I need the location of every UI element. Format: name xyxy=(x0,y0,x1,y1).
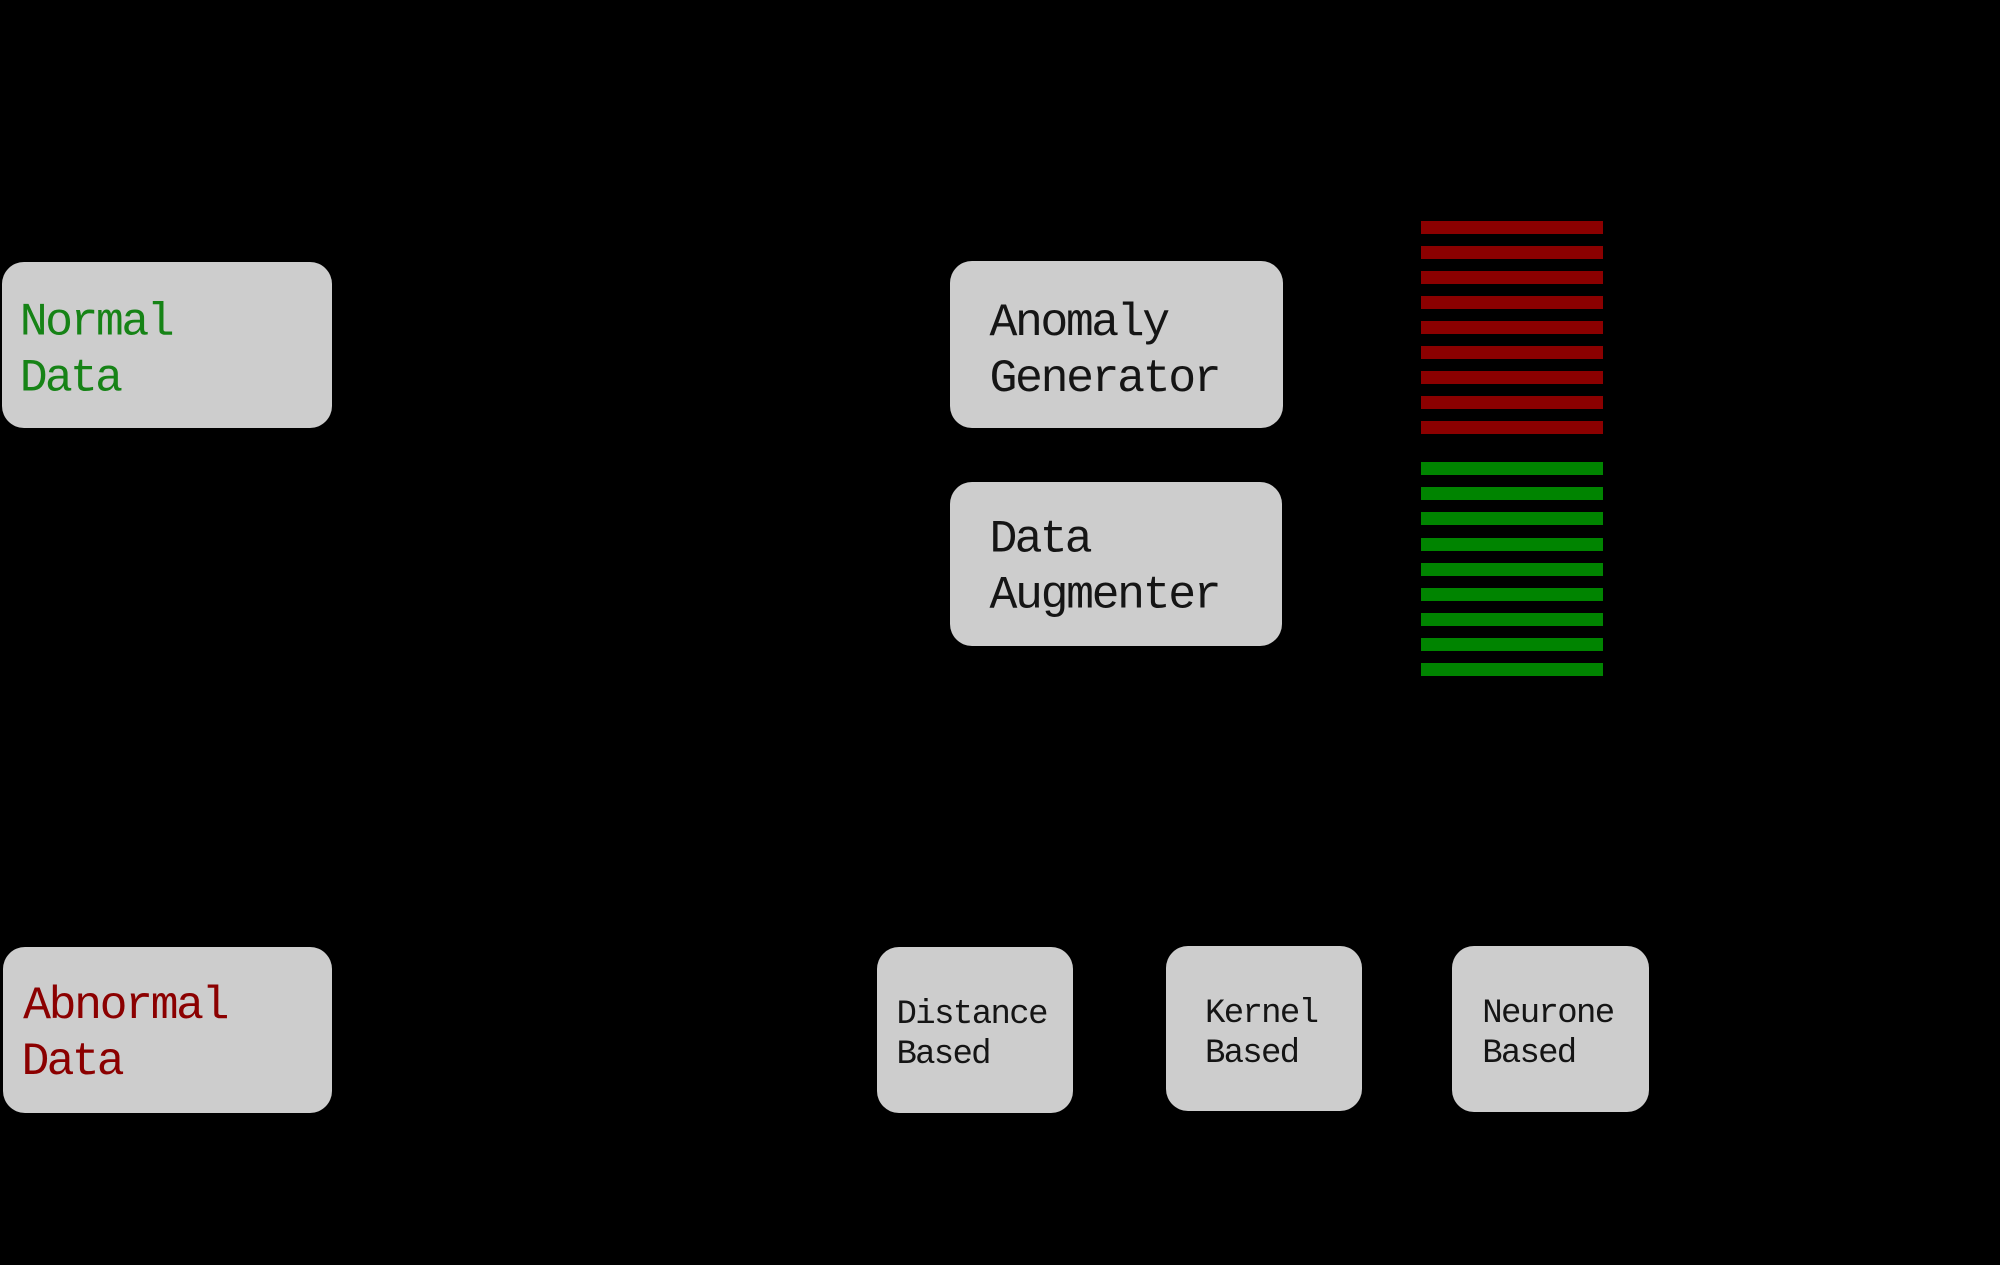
svg-text:Augmenter: Augmenter xyxy=(990,569,1222,622)
svg-text:Data: Data xyxy=(990,513,1093,566)
svg-text:Data: Data xyxy=(20,352,123,405)
svg-text:Based: Based xyxy=(1205,1035,1300,1073)
svg-text:Abnormal: Abnormal xyxy=(23,979,229,1032)
svg-text:Distance: Distance xyxy=(897,996,1049,1034)
svg-text:Kernel: Kernel xyxy=(1205,995,1319,1033)
svg-text:Normal: Normal xyxy=(20,296,175,349)
svg-text:Generator: Generator xyxy=(990,352,1222,405)
svg-text:Neurone: Neurone xyxy=(1482,995,1615,1033)
svg-text:Anomaly: Anomaly xyxy=(990,296,1171,349)
svg-text:Based: Based xyxy=(1482,1035,1577,1073)
svg-text:Based: Based xyxy=(897,1036,992,1074)
svg-text:Data: Data xyxy=(22,1035,125,1088)
